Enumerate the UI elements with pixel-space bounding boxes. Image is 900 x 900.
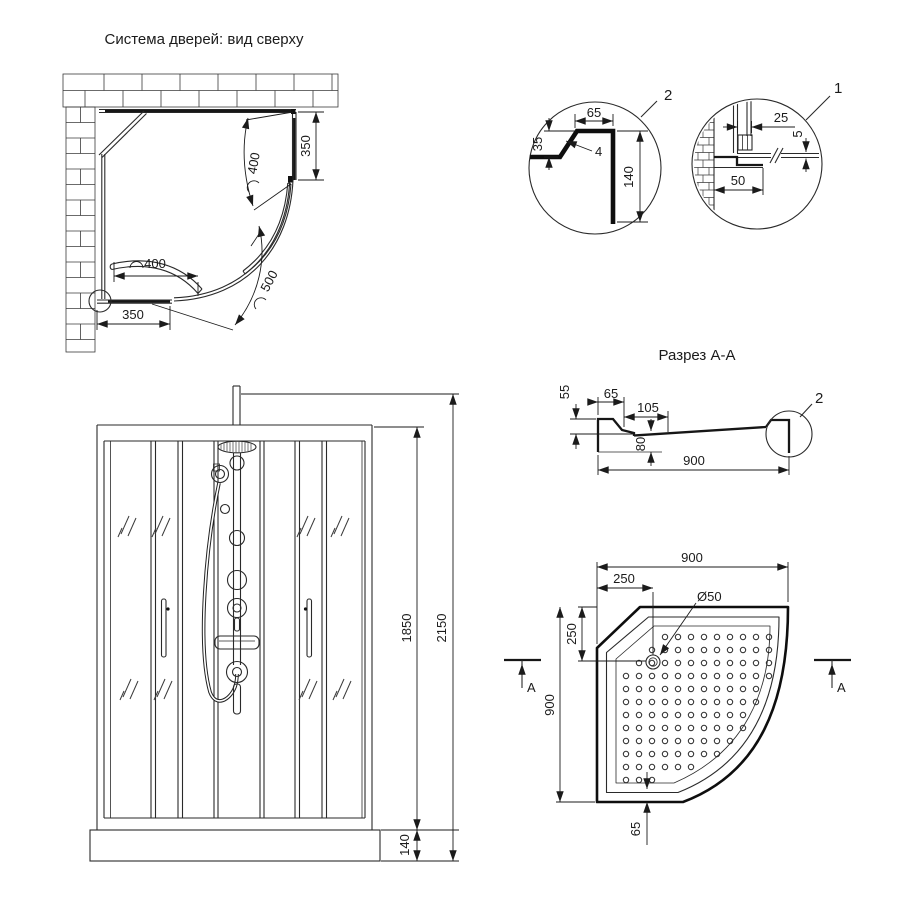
detail-circle-2: 2 65 35 4 140 xyxy=(528,87,672,235)
dim-top-width: 65 xyxy=(587,105,601,120)
corner-detail-circle xyxy=(88,289,112,313)
detail-circle-outline xyxy=(528,101,662,235)
dim-tray-depth: 900 xyxy=(542,694,557,716)
dim-profile-width: 25 xyxy=(774,110,788,125)
dim-radius: 500 xyxy=(257,268,280,294)
dim-right-panel: 350 xyxy=(298,135,313,157)
glass-panels xyxy=(110,441,363,818)
detail-label-2: 2 xyxy=(664,87,672,104)
soap-shelf xyxy=(214,635,260,650)
tray-section-left xyxy=(596,417,636,452)
arc-symbol xyxy=(246,180,260,193)
dim-height: 140 xyxy=(621,166,636,188)
dim-slope-105: 105 xyxy=(637,400,659,415)
dim-rim-width: 65 xyxy=(628,822,643,836)
plan-view: Система дверей: вид сверху xyxy=(62,31,339,353)
mount-profile xyxy=(714,155,763,167)
dim-tray-height: 140 xyxy=(397,834,412,856)
dim-depth-80: 80 xyxy=(633,437,648,451)
tray-rim-outer xyxy=(605,616,780,794)
front-view: 1850 140 2150 xyxy=(89,385,459,862)
left-door-handle xyxy=(160,598,167,658)
wall-anchor xyxy=(291,109,296,114)
dim-rim-55: 55 xyxy=(557,385,572,399)
detail-circle-outline xyxy=(691,98,823,230)
dim-total-height: 2150 xyxy=(434,614,449,643)
control-knob xyxy=(226,569,248,591)
detail-circle-1: 1 25 5 xyxy=(691,80,842,230)
dim-glass-thickness: 4 xyxy=(595,144,602,159)
tray-section-floor xyxy=(633,425,767,437)
tray-section-right xyxy=(765,418,791,453)
dim-door-lower: 400 xyxy=(144,256,166,271)
section-mark-label: А xyxy=(527,680,536,695)
dim-drain-y: 250 xyxy=(564,623,579,645)
section-mark-left: А xyxy=(504,658,541,695)
section-aa-view: Разрез А-А 55 65 105 80 900 2 xyxy=(557,347,823,475)
brick-pattern-top xyxy=(63,74,338,107)
dim-width-900: 900 xyxy=(683,453,705,468)
hand-shower xyxy=(210,464,230,484)
dim-step: 35 xyxy=(530,137,545,151)
tray-front xyxy=(89,829,381,862)
dim-bottom-panel: 350 xyxy=(122,307,144,322)
anti-slip-dots xyxy=(622,633,773,784)
detail-label-1: 1 xyxy=(834,80,842,97)
dim-drain-diameter: Ø50 xyxy=(697,589,722,604)
break-symbol xyxy=(769,147,779,164)
arc-symbol xyxy=(129,261,144,269)
door-upper xyxy=(244,183,292,275)
door-stopper xyxy=(288,176,293,183)
door-lower xyxy=(111,260,203,290)
drain xyxy=(645,654,661,670)
section-title: Разрез А-А xyxy=(659,347,736,364)
tray-plan-view: 900 250 Ø50 250 900 65 А А xyxy=(504,550,851,845)
shower-column xyxy=(201,440,260,715)
section-detail-label: 2 xyxy=(815,390,823,407)
section-mark-label: А xyxy=(837,680,846,695)
corner-chamfer xyxy=(98,110,145,156)
tray-outline xyxy=(595,605,790,804)
section-mark-right: А xyxy=(814,658,851,695)
tray-rim-inner xyxy=(615,625,771,784)
dim-door-height: 1850 xyxy=(399,614,414,643)
diverter-knob xyxy=(226,597,248,619)
dim-drain-x: 250 xyxy=(613,571,635,586)
dim-glass-thickness: 5 xyxy=(790,130,805,137)
brick-pattern-detail xyxy=(694,101,714,227)
dim-top-65: 65 xyxy=(604,386,618,401)
shower-hose xyxy=(201,482,239,703)
arc-symbol xyxy=(253,297,267,310)
glass-hatch-marks xyxy=(117,515,352,701)
right-door-handle xyxy=(306,598,313,658)
dim-tray-width: 900 xyxy=(681,550,703,565)
profile-bracket xyxy=(737,134,753,151)
dim-door-upper: 400 xyxy=(244,151,263,175)
plan-view-title: Система дверей: вид сверху xyxy=(105,31,304,48)
detail-ref-circle xyxy=(765,410,813,458)
rain-shower-head xyxy=(217,440,257,454)
brick-pattern-left xyxy=(66,107,95,340)
dim-offset: 50 xyxy=(731,173,745,188)
